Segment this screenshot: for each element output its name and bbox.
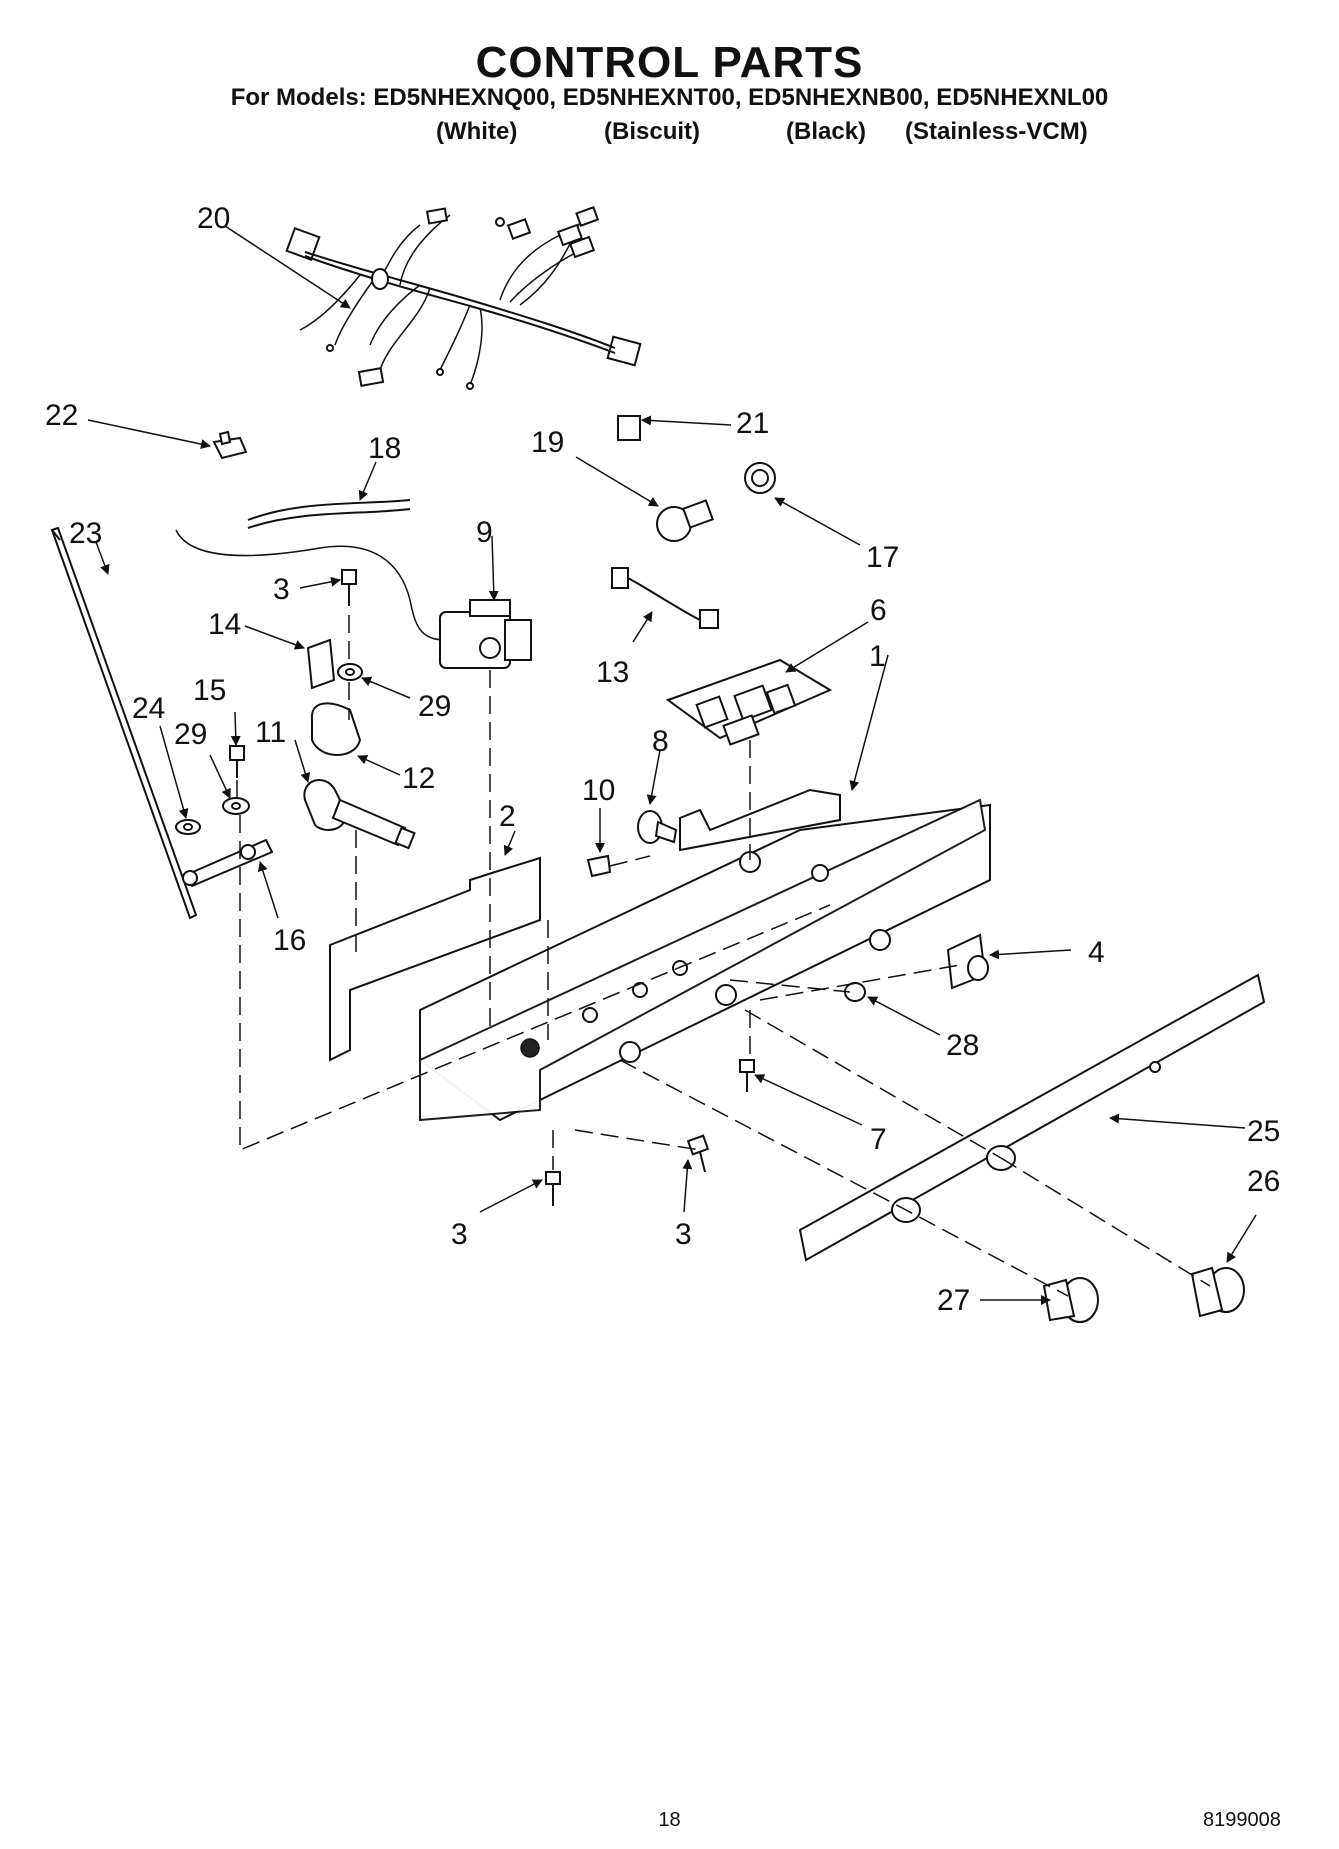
control-board-part — [665, 658, 833, 746]
callout-3b: 3 — [451, 1218, 468, 1251]
light-socket-part — [744, 462, 776, 494]
callout-11: 11 — [255, 716, 286, 749]
page-title: CONTROL PARTS — [475, 38, 864, 87]
callout-16: 15 — [193, 674, 226, 707]
callout-18: 18 — [368, 432, 401, 465]
screw-16-part — [229, 745, 245, 761]
bracket-part — [306, 638, 336, 690]
screw-part — [341, 569, 357, 606]
callout-3a: 3 — [273, 573, 290, 606]
callout-8: 8 — [652, 725, 669, 758]
callout-1: 1 — [869, 640, 886, 673]
tube-part — [247, 499, 411, 521]
callout-17: 17 — [866, 541, 899, 574]
callout-9: 9 — [476, 516, 493, 549]
control-housing-part — [419, 788, 991, 1122]
callout-23: 23 — [69, 517, 102, 550]
callout-10: 10 — [582, 774, 615, 807]
color-label-stainless: (Stainless-VCM) — [905, 118, 1088, 145]
thermostat-bracket-part — [329, 856, 541, 1062]
callout-29a: 29 — [418, 690, 451, 723]
color-label-black: (Black) — [786, 118, 867, 145]
callout-labels: 20 22 18 21 19 17 23 9 3 14 6 1 13 29 15… — [45, 202, 1280, 1317]
knob-27-part — [1042, 1277, 1099, 1323]
part-21 — [617, 415, 641, 441]
color-label-white: (White) — [436, 118, 518, 145]
clip-part — [212, 430, 248, 460]
screw-3b-part — [545, 1171, 561, 1206]
control-shaft-part — [303, 779, 416, 850]
callout-29b: 29 — [174, 718, 207, 751]
callout-19: 19 — [531, 426, 564, 459]
color-label-biscuit: (Biscuit) — [604, 118, 700, 145]
callout-24: 24 — [132, 692, 165, 725]
screw-3c-part — [686, 1134, 710, 1173]
leader-lines — [87, 225, 1257, 1305]
callout-26: 26 — [1247, 1165, 1280, 1198]
screw-10-part — [586, 854, 612, 878]
callout-15: 16 — [273, 924, 306, 957]
bulb-part — [656, 499, 714, 542]
knob-26-part — [1190, 1266, 1245, 1318]
models-line: For Models: ED5NHEXNQ00, ED5NHEXNT00, ED… — [230, 84, 1109, 111]
callout-7: 7 — [870, 1123, 887, 1156]
callout-13: 13 — [596, 656, 629, 689]
screw-7-part — [739, 1059, 755, 1092]
control-panel-part — [798, 973, 1266, 1262]
callout-27: 27 — [937, 1284, 970, 1317]
callout-21: 21 — [736, 407, 769, 440]
callout-3c: 3 — [675, 1218, 692, 1251]
thermostat-part — [175, 529, 532, 669]
callout-14: 14 — [208, 608, 241, 641]
clamp-part — [310, 702, 362, 756]
callout-28: 28 — [946, 1029, 979, 1062]
callout-6: 6 — [870, 594, 887, 627]
callout-25: 25 — [1247, 1115, 1280, 1148]
callout-4: 4 — [1088, 936, 1105, 969]
page-number: 18 — [658, 1809, 681, 1831]
callout-22: 22 — [45, 399, 78, 432]
wire-harness-part — [285, 206, 642, 390]
socket-part — [611, 567, 629, 589]
callout-12: 12 — [402, 762, 435, 795]
lever-part — [184, 838, 274, 888]
rod-part — [50, 526, 198, 920]
callout-2: 2 — [499, 800, 516, 833]
callout-20: 20 — [197, 202, 230, 235]
document-number: 8199008 — [1203, 1809, 1281, 1831]
